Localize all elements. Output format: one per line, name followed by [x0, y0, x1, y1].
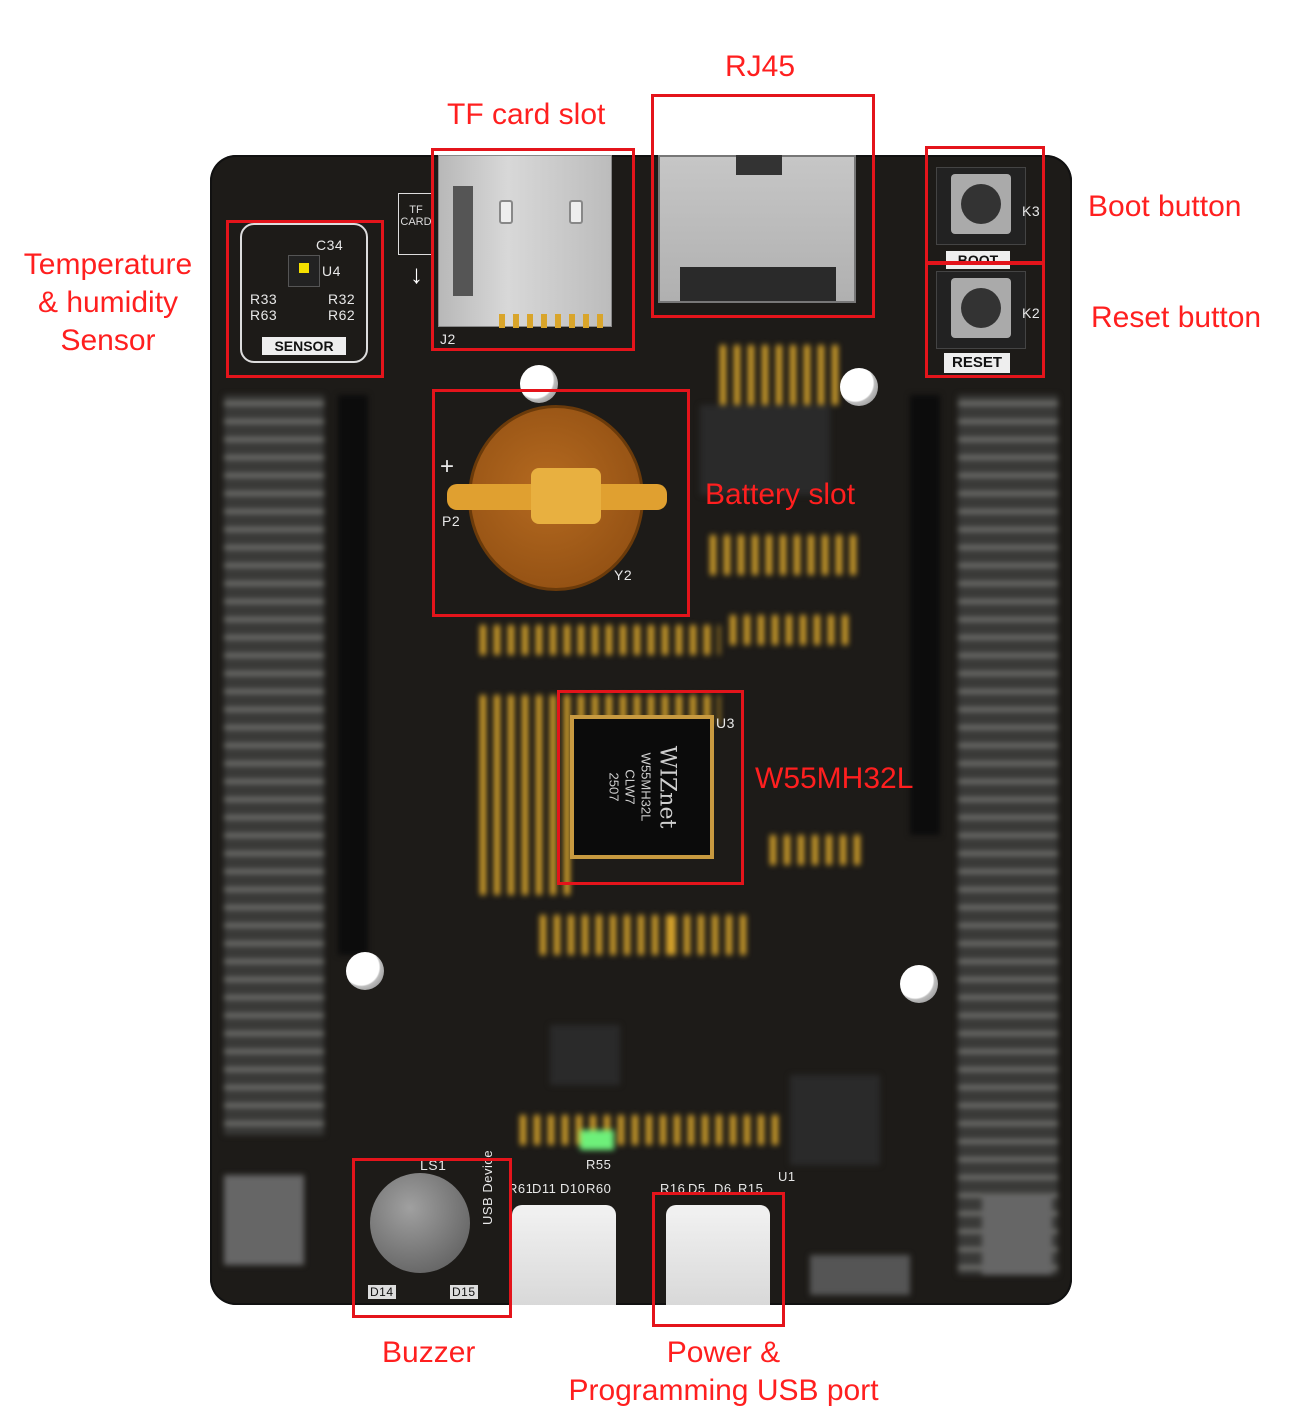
mounting-hole	[520, 365, 558, 403]
silk-j2: J2	[440, 331, 456, 347]
silk-r60: R60	[586, 1181, 612, 1196]
blurred-background	[210, 155, 1072, 1305]
right-female-header	[910, 395, 940, 835]
left-female-header	[338, 395, 368, 955]
pin-header-bottom	[810, 1255, 910, 1295]
sensor-silk-label: SENSOR	[262, 337, 346, 355]
silk-u3: U3	[716, 715, 735, 731]
pad-row	[670, 915, 750, 955]
silk-r61: R61	[508, 1181, 534, 1196]
usb-device-port[interactable]	[512, 1205, 616, 1305]
pad-row	[770, 835, 860, 865]
usb-highlight-box	[652, 1192, 785, 1327]
mcu-highlight-box	[557, 690, 744, 885]
silk-p2: P2	[442, 513, 461, 529]
label-sensor-line2: & humidity	[37, 286, 179, 319]
silk-r63: R63	[250, 307, 278, 323]
label-mcu: W55MH32L	[755, 762, 914, 795]
rj45-highlight-box	[651, 94, 875, 318]
ic-block	[700, 405, 830, 495]
boot-highlight-box	[925, 146, 1045, 264]
mounting-hole	[346, 952, 384, 990]
silk-d11: D11	[532, 1181, 557, 1196]
insert-arrow-icon: ↓	[410, 259, 423, 289]
left-pin-header	[224, 395, 324, 1135]
silk-reset: RESET	[944, 353, 1010, 373]
battery-highlight-box	[432, 389, 690, 617]
silk-ls1: LS1	[420, 1157, 447, 1173]
silk-k3: K3	[1022, 203, 1041, 219]
label-rj45: RJ45	[725, 50, 796, 83]
label-sensor-line1: Temperature	[23, 248, 193, 281]
rj45-connector[interactable]	[658, 155, 856, 303]
silk-r55: R55	[586, 1157, 612, 1172]
tf-card-highlight-box	[431, 148, 635, 351]
switch	[982, 1195, 1052, 1275]
battery-holder[interactable]	[447, 405, 667, 591]
power-programming-usb-port[interactable]	[666, 1205, 770, 1305]
label-usb-line2: Programming USB port	[568, 1374, 879, 1407]
silk-u1: U1	[778, 1169, 796, 1184]
silk-u4: U4	[322, 263, 341, 279]
buzzer-highlight-box	[352, 1158, 512, 1318]
mounting-hole	[900, 965, 938, 1003]
pad-row	[480, 715, 570, 895]
sensor-outline: SENSOR	[240, 223, 368, 363]
silk-card: CARD	[400, 216, 432, 228]
silk-d10: D10	[560, 1181, 586, 1196]
boot-button[interactable]	[936, 167, 1026, 245]
reset-highlight-box	[925, 262, 1045, 378]
label-battery-slot: Battery slot	[705, 478, 856, 511]
pad-row	[480, 625, 720, 655]
buzzer	[370, 1173, 470, 1273]
mcu-chip: WIZnet W55MH32L CLW7 2507	[570, 715, 714, 859]
silk-d15: D15	[450, 1285, 478, 1299]
silk-r62: R62	[328, 307, 356, 323]
silk-y2: Y2	[614, 567, 633, 583]
pad-row	[730, 615, 850, 645]
sensor-chip	[288, 255, 320, 287]
label-sensor-line3: Sensor	[60, 324, 156, 357]
label-tf-card: TF card slot	[447, 98, 606, 131]
tf-card-tag: TF CARD	[398, 193, 434, 255]
green-led	[580, 1130, 614, 1150]
silk-c34: C34	[316, 237, 344, 253]
silk-plus: +	[440, 453, 455, 480]
sensor-highlight-box	[226, 220, 384, 378]
silk-k2: K2	[1022, 305, 1041, 321]
label-boot-button: Boot button	[1088, 190, 1242, 223]
ic-block	[550, 1025, 620, 1085]
pcb-board: SENSOR C34 U4 R33 R32 R63 R62 TF CARD ↓ …	[210, 155, 1072, 1305]
ic-block	[790, 1075, 880, 1165]
pad-row	[720, 345, 840, 405]
switch	[224, 1175, 304, 1265]
label-buzzer: Buzzer	[382, 1336, 476, 1369]
silk-d14: D14	[368, 1285, 396, 1299]
tf-card-slot[interactable]	[438, 155, 612, 328]
mounting-hole	[840, 368, 878, 406]
label-usb-line1: Power &	[666, 1336, 781, 1369]
silk-tf: TF	[409, 204, 423, 216]
pad-row	[520, 1115, 780, 1145]
label-reset-button: Reset button	[1091, 301, 1262, 334]
reset-button[interactable]	[936, 271, 1026, 349]
right-pin-header	[958, 395, 1058, 1275]
pad-row	[710, 535, 860, 575]
silk-r32: R32	[328, 291, 356, 307]
pad-row	[540, 915, 670, 955]
silk-r33: R33	[250, 291, 278, 307]
